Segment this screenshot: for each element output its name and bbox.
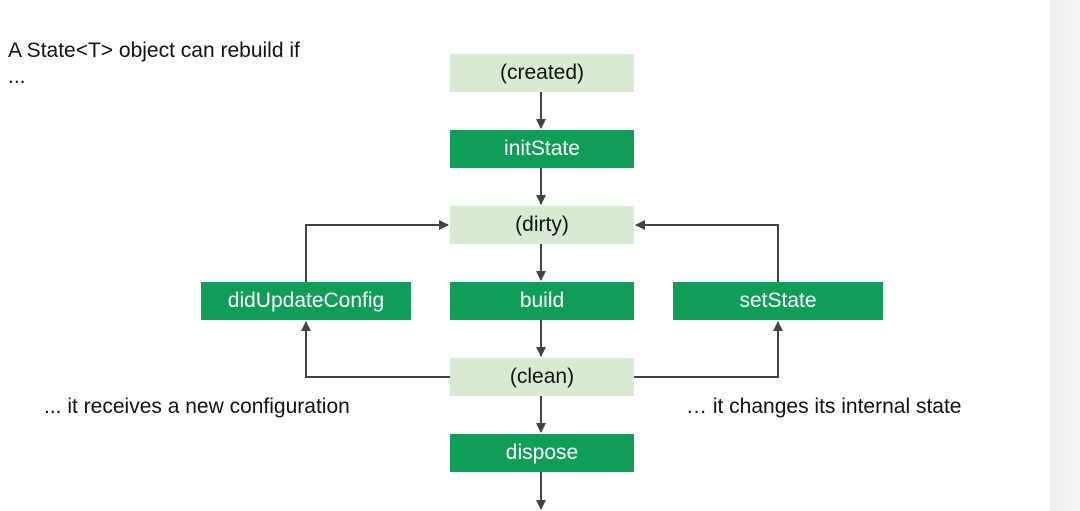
arrow-clean-to-didupdateconfig (301, 321, 450, 378)
node-dispose: dispose (450, 434, 634, 472)
caption-new-configuration: ... it receives a new configuration (44, 395, 350, 418)
arrow-didupdateconfig-to-dirty (305, 220, 449, 282)
right-edge-strip (1050, 0, 1080, 511)
node-setstate: setState (673, 282, 883, 320)
arrow-clean-to-setstate (634, 321, 783, 378)
node-clean: (clean) (450, 358, 634, 396)
node-dirty: (dirty) (450, 206, 634, 244)
arrow-setstate-to-dirty (635, 220, 779, 282)
node-didupdateconfig: didUpdateConfig (201, 282, 411, 320)
node-initstate: initState (450, 130, 634, 168)
intro-text: A State<T> object can rebuild if ... (8, 39, 300, 88)
node-created: (created) (450, 54, 634, 92)
connector-layer (301, 92, 783, 510)
caption-internal-state: … it changes its internal state (686, 395, 962, 418)
node-build: build (450, 282, 634, 320)
slide: A State<T> object can rebuild if ... (cr… (8, 39, 962, 510)
